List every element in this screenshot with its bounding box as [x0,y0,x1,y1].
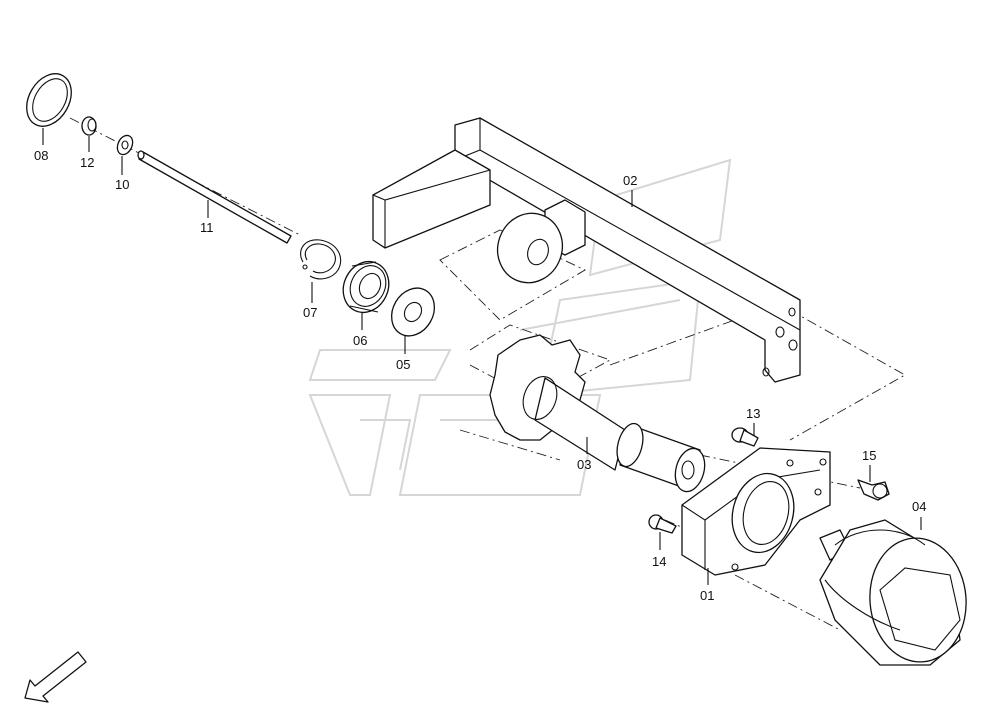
part-03-sprocket-shaft [489,334,706,493]
part-08-retaining-ring [26,73,72,127]
label-12: 12 [80,155,94,170]
label-10: 10 [115,177,129,192]
part-11-shaft-pin [137,150,292,244]
part-15-screw [857,479,890,501]
leader-lines [42,128,922,585]
label-03: 03 [577,457,591,472]
part-05-washer [390,287,436,337]
label-08: 08 [34,148,48,163]
callout-labels: 08 12 10 11 07 06 05 02 03 13 15 14 01 0… [34,148,926,603]
part-10-washer [116,134,134,156]
direction-arrow-icon [24,651,87,703]
label-05: 05 [396,357,410,372]
part-04-gear-motor [819,519,967,666]
label-01: 01 [700,588,714,603]
label-14: 14 [652,554,666,569]
label-06: 06 [353,333,367,348]
part-02-frame [372,117,801,383]
label-13: 13 [746,406,760,421]
label-15: 15 [862,448,876,463]
part-06-bearing [342,261,390,313]
part-12-bushing [81,116,97,136]
part-01-motor-bracket [681,447,831,576]
part-07-circlip [300,239,342,280]
part-14-screw [648,514,677,534]
label-07: 07 [303,305,317,320]
label-11: 11 [200,220,214,235]
part-13-screw [731,427,759,447]
label-04: 04 [912,499,926,514]
label-02: 02 [623,173,637,188]
